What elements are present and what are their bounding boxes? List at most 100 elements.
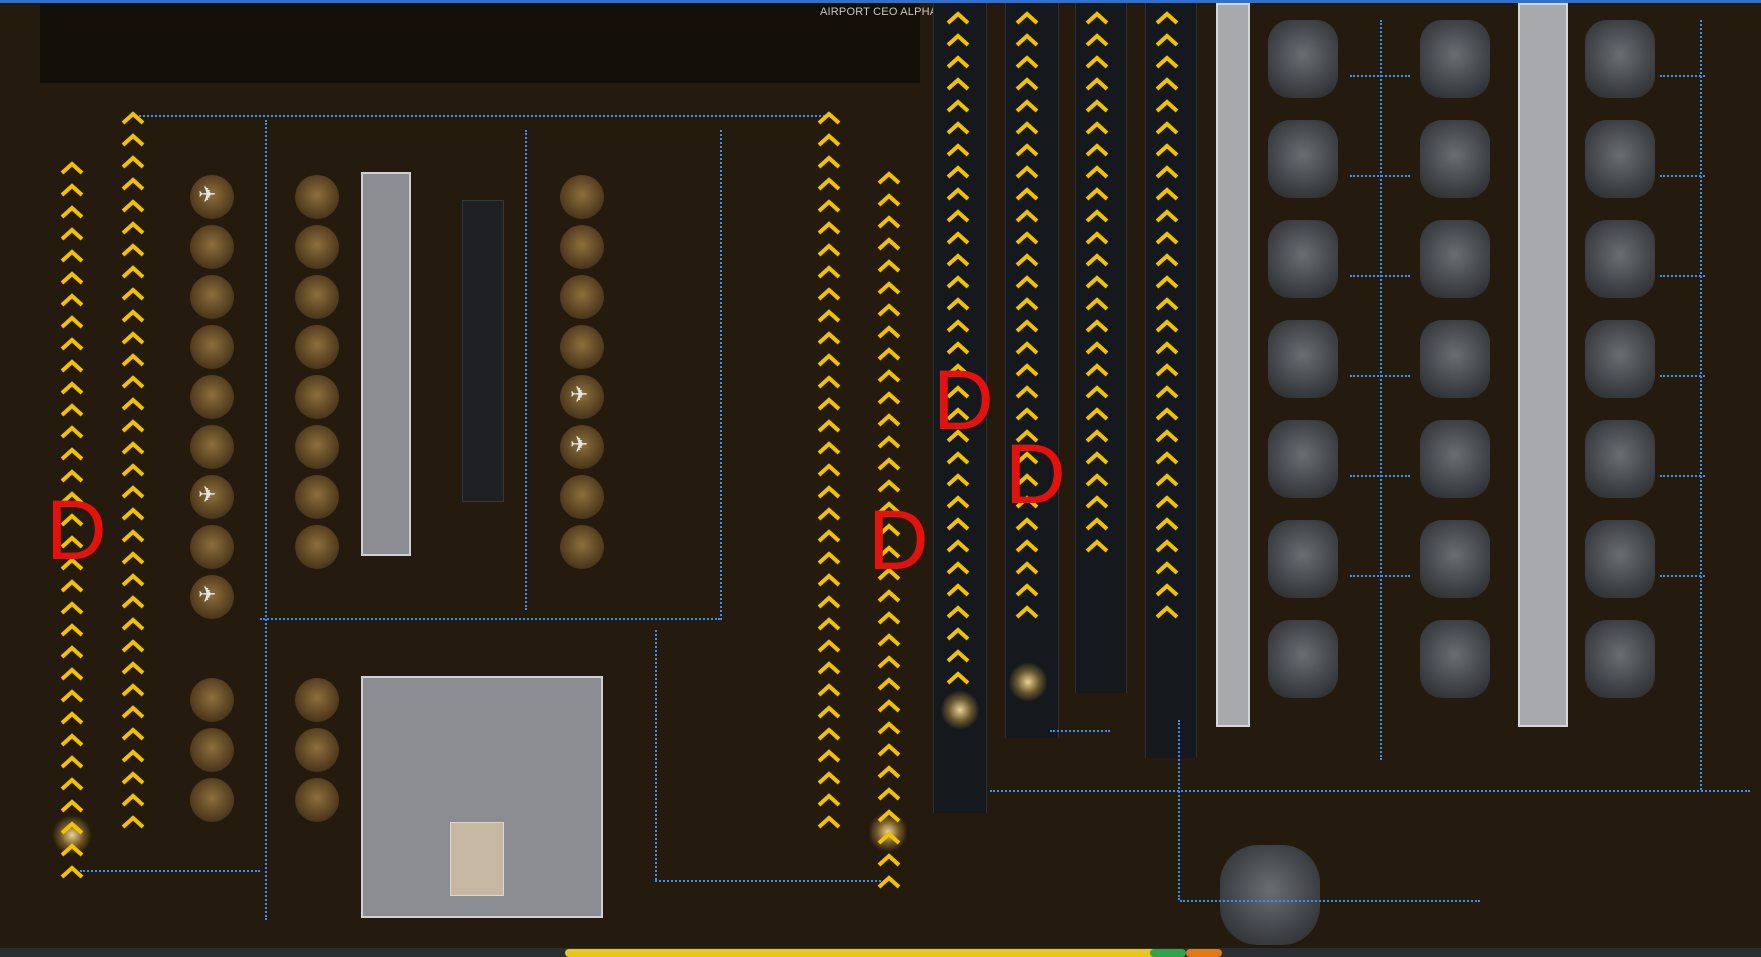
remote-stand[interactable] [560,425,604,469]
gate-stand[interactable] [1268,620,1338,698]
remote-stand[interactable] [190,475,234,519]
chevron-up-icon [121,309,145,323]
remote-stand[interactable] [295,175,339,219]
remote-stand[interactable] [190,325,234,369]
large-gate-stand[interactable] [1220,845,1320,945]
chevron-up-icon [1085,33,1109,47]
remote-stand[interactable] [295,275,339,319]
chevron-up-icon [817,617,841,631]
gate-stand[interactable] [1585,120,1655,198]
chevron-up-icon [60,755,84,769]
gate-stand[interactable] [1268,420,1338,498]
terminal-pier[interactable] [1518,3,1568,727]
remote-stand[interactable] [190,175,234,219]
remote-stand[interactable] [560,225,604,269]
toolbar-button-orange[interactable] [1186,949,1222,957]
remote-stand[interactable] [295,525,339,569]
chevron-up-icon [817,419,841,433]
remote-stand[interactable] [295,678,339,722]
remote-stand[interactable] [295,475,339,519]
remote-stand[interactable] [560,475,604,519]
gate-stand[interactable] [1420,320,1490,398]
chevron-up-icon [1155,385,1179,399]
runway-strip[interactable] [1145,3,1197,758]
gate-stand[interactable] [1268,520,1338,598]
remote-stand[interactable] [560,275,604,319]
chevron-up-icon [60,183,84,197]
gate-stand[interactable] [1420,420,1490,498]
remote-stand[interactable] [560,375,604,419]
chevron-up-icon [1085,385,1109,399]
airplane-icon[interactable]: ✈ [570,383,589,408]
gate-stand[interactable] [1268,220,1338,298]
chevron-up-icon [121,727,145,741]
cargo-annex[interactable] [450,822,504,896]
chevron-up-icon [817,749,841,763]
toolbar-button-green[interactable] [1150,949,1186,957]
chevron-up-icon [1015,605,1039,619]
remote-stand[interactable] [190,778,234,822]
gate-stand[interactable] [1420,120,1490,198]
gate-stand[interactable] [1420,520,1490,598]
chevron-up-icon [877,743,901,757]
gate-stand[interactable] [1420,20,1490,98]
chevron-up-icon [877,699,901,713]
gate-stand[interactable] [1268,120,1338,198]
gate-stand[interactable] [1420,620,1490,698]
gate-stand[interactable] [1420,220,1490,298]
chevron-up-icon [1015,55,1039,69]
remote-stand[interactable] [190,575,234,619]
remote-stand[interactable] [295,425,339,469]
gate-stand[interactable] [1585,320,1655,398]
gate-stand[interactable] [1585,620,1655,698]
chevron-up-icon [817,727,841,741]
chevron-up-icon [60,249,84,263]
gate-stand[interactable] [1268,320,1338,398]
airplane-icon[interactable]: ✈ [570,433,589,458]
remote-stand[interactable] [295,375,339,419]
chevron-up-icon [946,495,970,509]
chevron-up-icon [1155,275,1179,289]
toolbar-panel-yellow[interactable] [565,949,1165,957]
chevron-up-icon [60,843,84,857]
chevron-up-icon [1085,99,1109,113]
remote-stand[interactable] [295,325,339,369]
chevron-up-icon [121,551,145,565]
gate-stand[interactable] [1268,20,1338,98]
terminal-building[interactable] [361,172,411,556]
airplane-icon[interactable]: ✈ [198,183,217,208]
remote-stand[interactable] [560,175,604,219]
gate-route [1350,375,1410,377]
gate-stand[interactable] [1585,420,1655,498]
terminal-pier[interactable] [1216,3,1250,727]
chevron-up-icon [1015,473,1039,487]
chevron-up-icon [817,309,841,323]
chevron-up-icon [817,485,841,499]
remote-stand[interactable] [190,728,234,772]
remote-stand[interactable] [190,225,234,269]
hangar-row[interactable] [462,200,504,502]
gate-stand[interactable] [1585,20,1655,98]
remote-stand[interactable] [560,525,604,569]
remote-stand[interactable] [190,375,234,419]
remote-stand[interactable] [560,325,604,369]
chevron-up-icon [946,539,970,553]
chevron-up-icon [60,425,84,439]
remote-stand[interactable] [295,728,339,772]
remote-stand[interactable] [295,225,339,269]
remote-stand[interactable] [190,525,234,569]
chevron-up-icon [946,649,970,663]
gate-stand[interactable] [1585,220,1655,298]
gate-stand[interactable] [1585,520,1655,598]
chevron-up-icon [1015,77,1039,91]
remote-stand[interactable] [190,425,234,469]
remote-stand[interactable] [190,678,234,722]
chevron-up-icon [121,639,145,653]
chevron-up-icon [946,143,970,157]
airplane-icon[interactable]: ✈ [198,483,217,508]
remote-stand[interactable] [295,778,339,822]
remote-stand[interactable] [190,275,234,319]
chevron-up-icon [60,645,84,659]
airplane-icon[interactable]: ✈ [198,583,217,608]
chevron-up-icon [1155,11,1179,25]
